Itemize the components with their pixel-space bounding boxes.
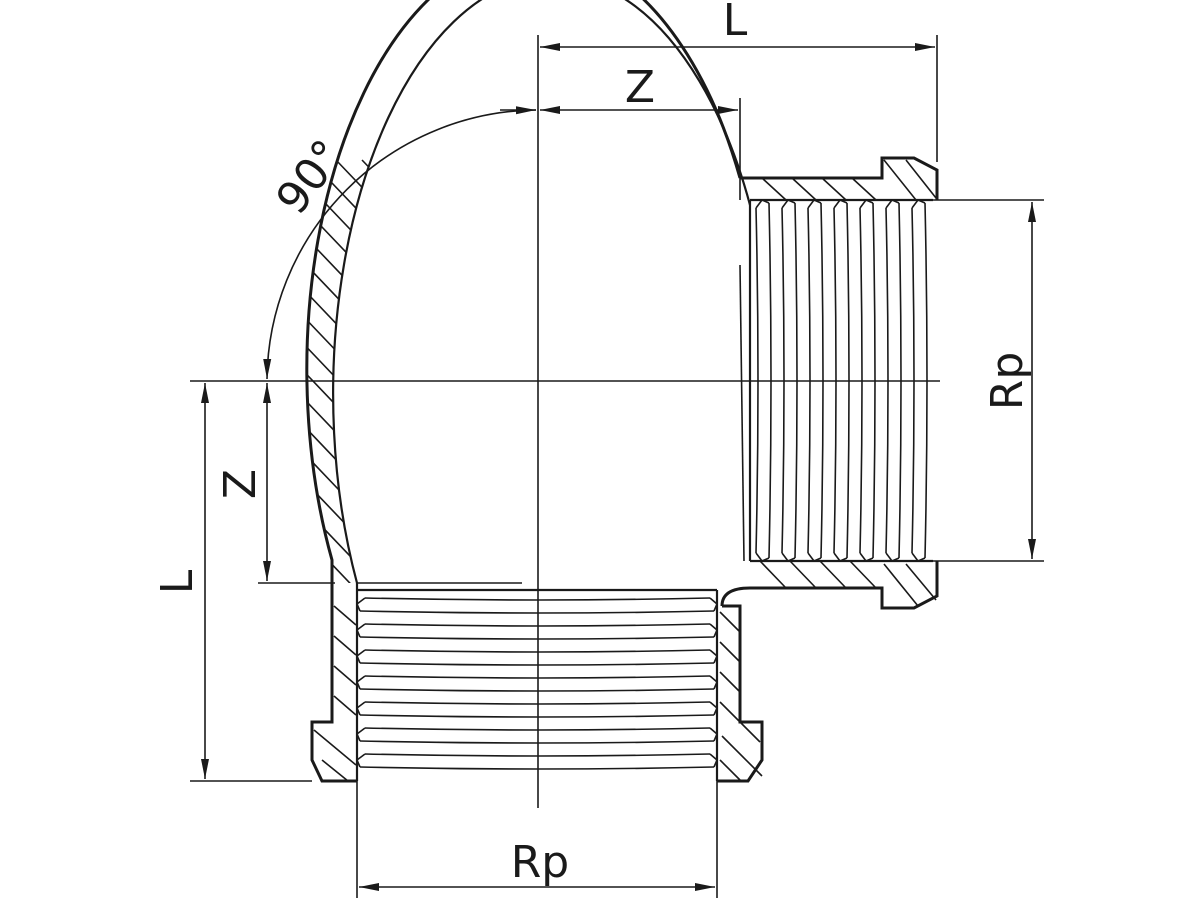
- label-length-top: L: [723, 0, 748, 46]
- thread-crest: [359, 662, 715, 666]
- dim-arc-angle: [263, 106, 537, 380]
- thread-crest: [794, 202, 798, 559]
- thread-flank: [364, 727, 711, 731]
- bottom-socket: [310, 582, 764, 783]
- thread-flank: [833, 207, 837, 554]
- label-z-top: Z: [625, 62, 655, 113]
- thread-flank: [911, 207, 915, 554]
- elbow-curved-wall: [305, 0, 752, 584]
- thread-flank: [807, 207, 811, 554]
- dimension-lines: [201, 43, 1036, 891]
- label-rp-bottom: Rp: [511, 837, 570, 888]
- right-socket: [720, 156, 939, 610]
- thread-crest: [872, 202, 876, 559]
- thread-flank: [859, 207, 863, 554]
- center-lines: [190, 35, 940, 808]
- thread-flank: [364, 675, 711, 679]
- thread-crest: [359, 714, 715, 718]
- thread-flank: [364, 649, 711, 653]
- label-z-left: Z: [215, 469, 266, 499]
- label-length-left: L: [152, 569, 203, 594]
- thread-flank: [364, 597, 711, 601]
- thread-crest: [359, 636, 715, 640]
- thread-crest: [898, 202, 902, 559]
- thread-crest: [846, 202, 850, 559]
- thread-flank: [364, 623, 711, 627]
- thread-flank: [364, 701, 711, 705]
- thread-flank: [781, 207, 785, 554]
- thread-crest: [359, 688, 715, 692]
- thread-flank: [755, 207, 759, 554]
- thread-crest: [768, 202, 772, 559]
- thread-flank: [364, 753, 711, 757]
- thread-crest: [359, 740, 715, 744]
- thread-crest: [359, 610, 715, 614]
- label-rp-right: Rp: [982, 352, 1033, 411]
- thread-crest: [359, 766, 715, 770]
- thread-crest: [924, 202, 928, 559]
- thread-crest: [820, 202, 824, 559]
- thread-flank: [885, 207, 889, 554]
- extension-lines: [190, 35, 1044, 898]
